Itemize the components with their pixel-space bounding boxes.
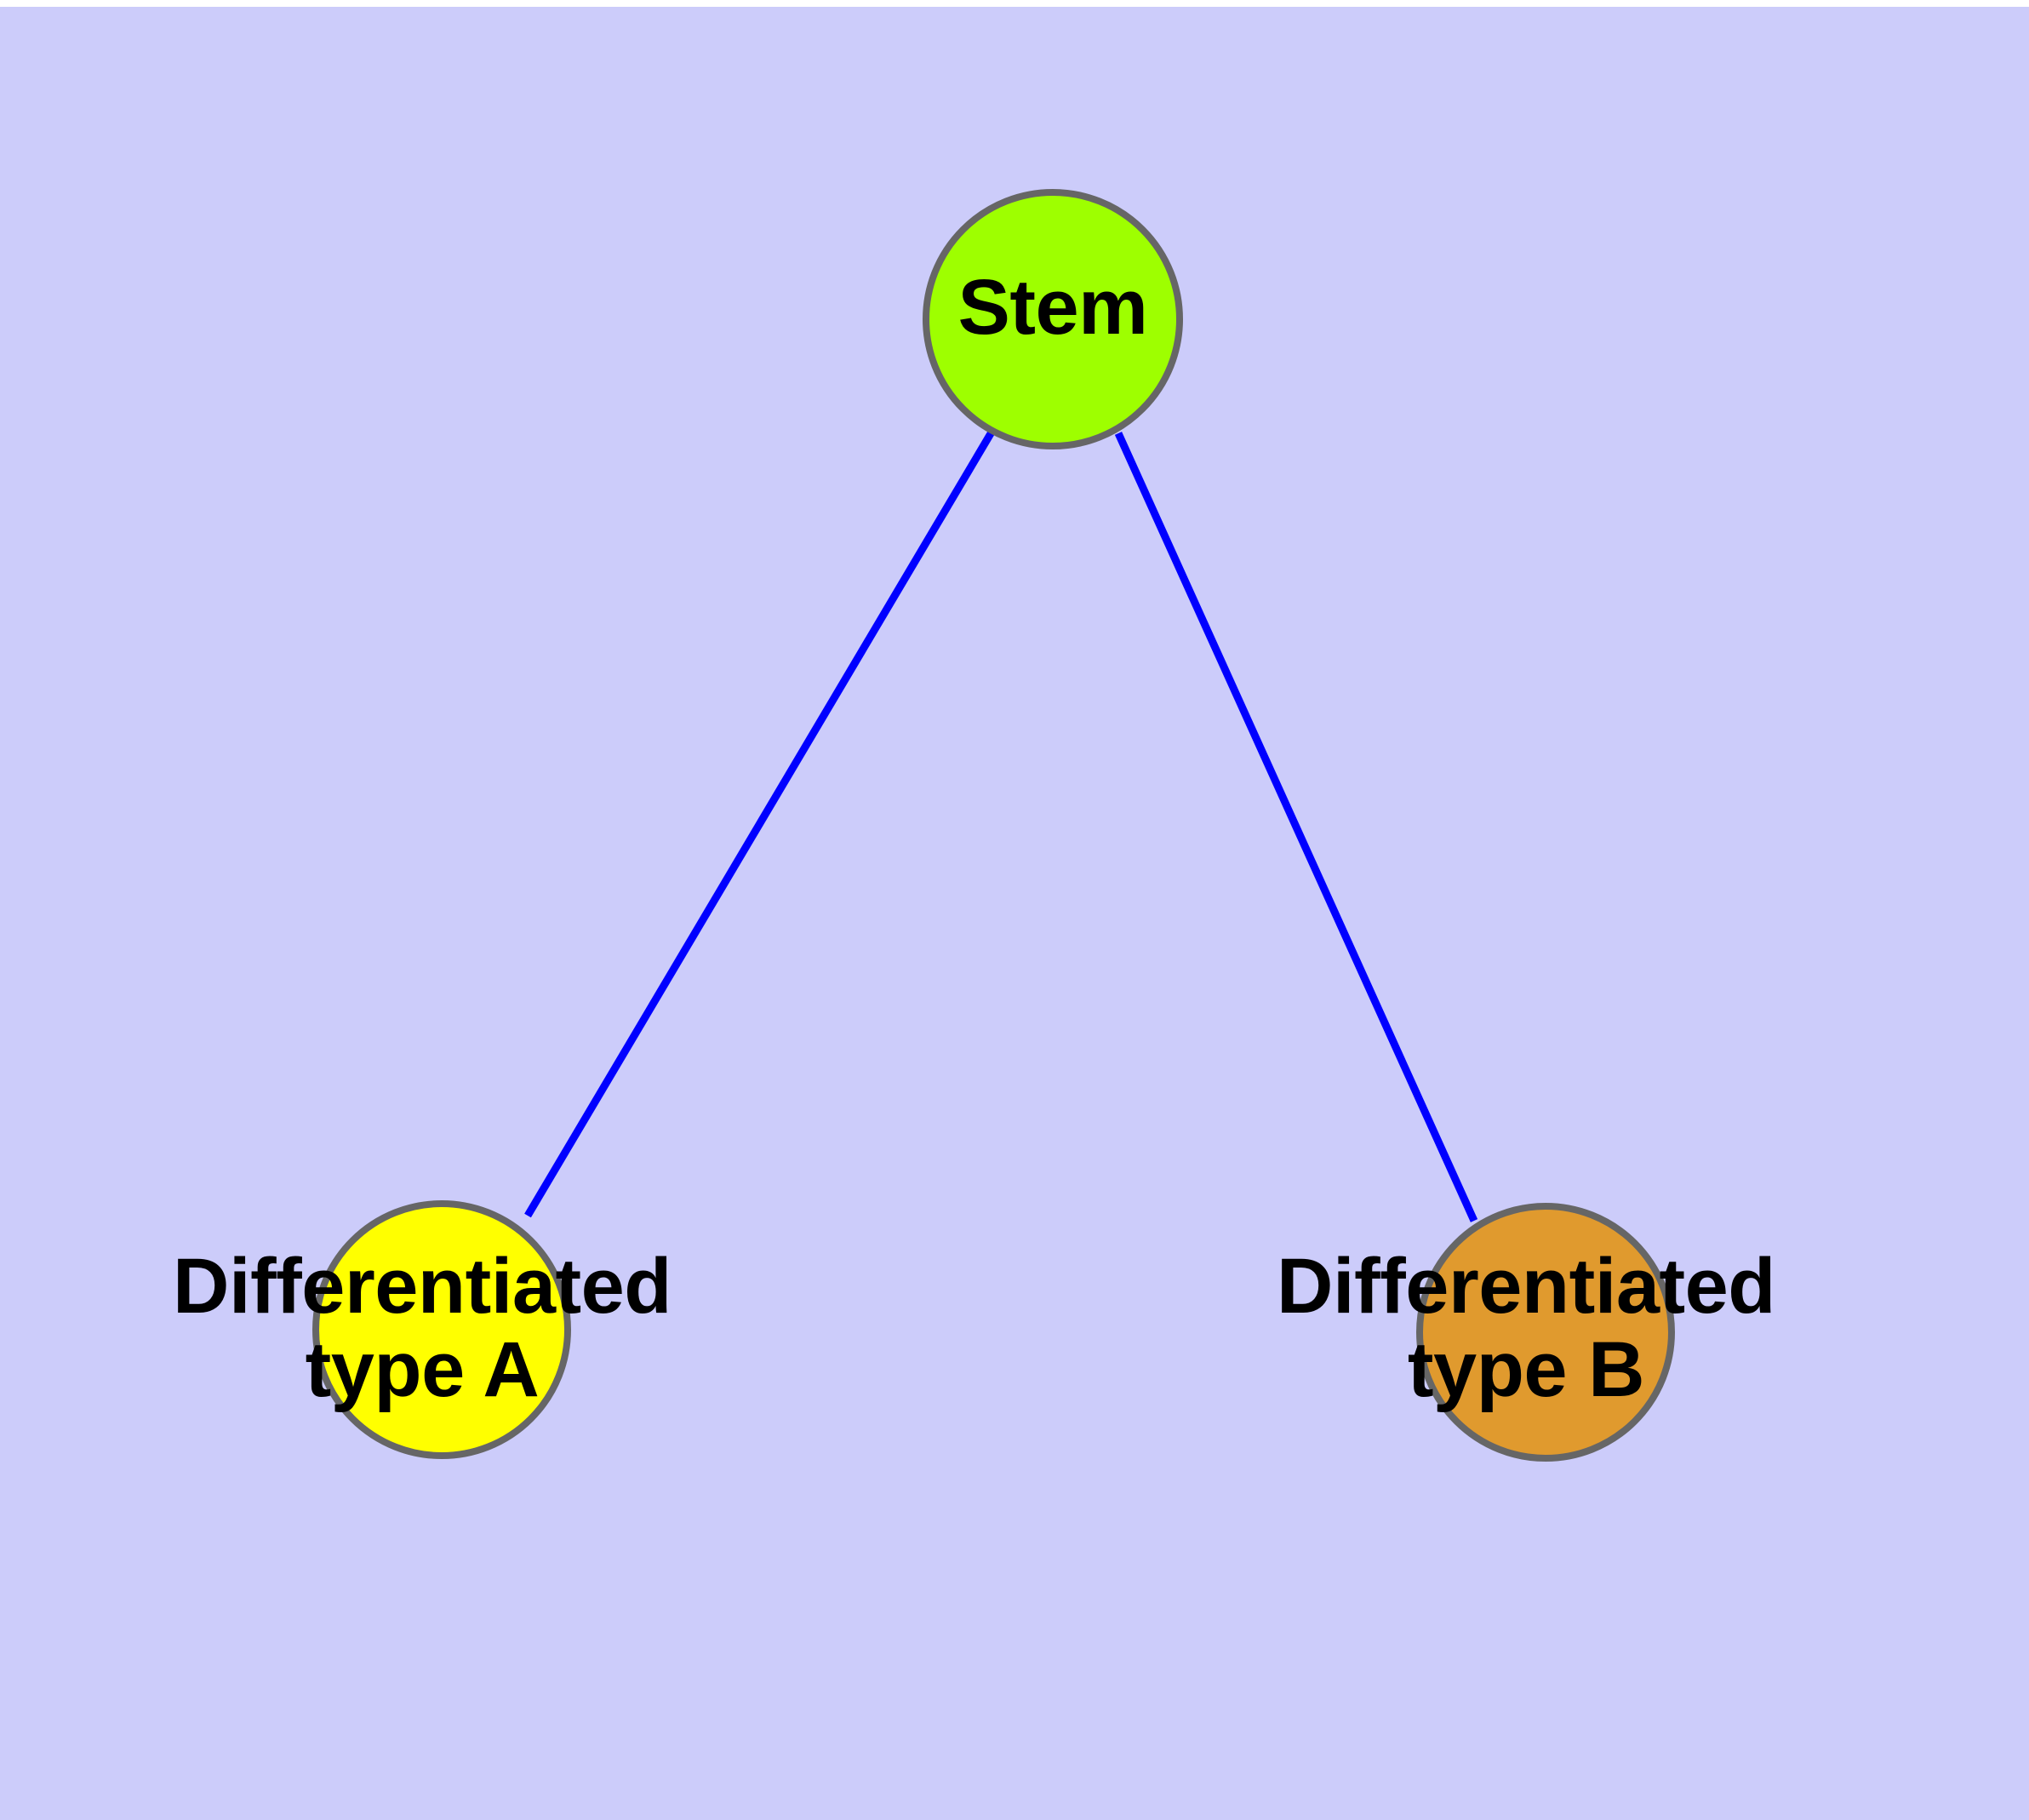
node-differentiated-type-a[interactable] — [312, 1200, 571, 1459]
edge-stem-to-type-b[interactable] — [1114, 432, 1478, 1222]
node-differentiated-type-b[interactable] — [1416, 1203, 1675, 1462]
node-stem[interactable] — [923, 189, 1183, 449]
edge-stem-to-type-a[interactable] — [524, 428, 996, 1218]
